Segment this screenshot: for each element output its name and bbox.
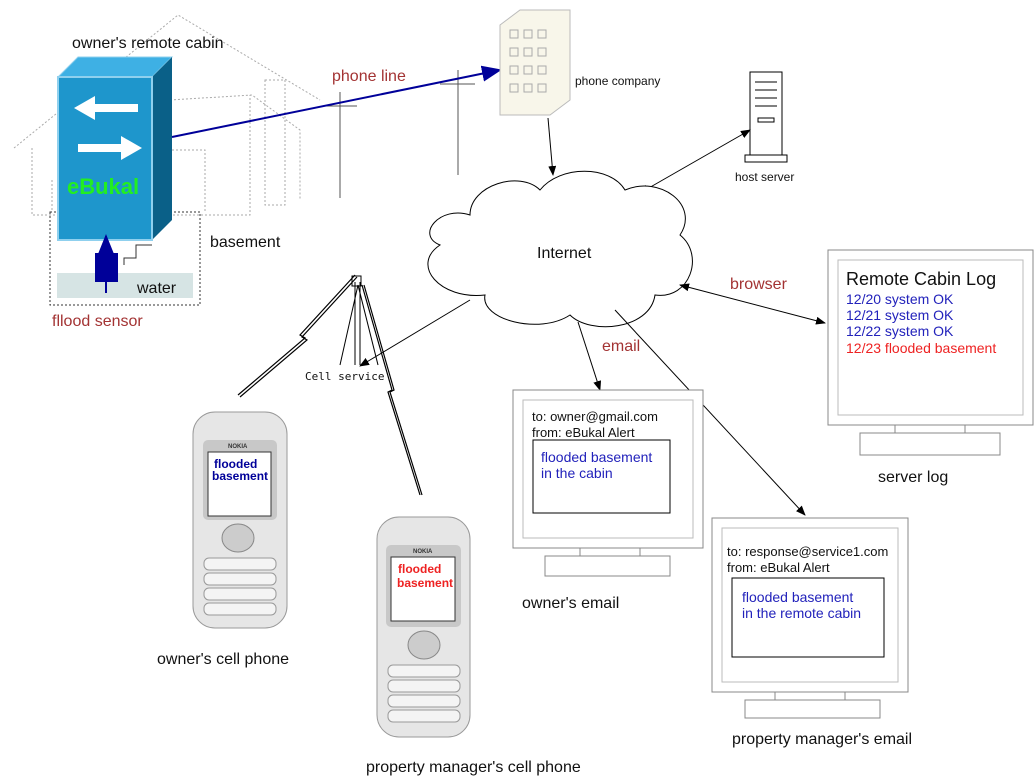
basement-outline (49, 211, 201, 306)
owner-email-body: in the cabin (541, 465, 613, 481)
pm-phone-label: property manager's cell phone (366, 759, 581, 776)
host-server-label: host server (735, 170, 795, 184)
server-log-monitor (827, 249, 1034, 456)
owner-phone-message: basement (212, 469, 269, 483)
owner-phone-brand: NOKIA (228, 444, 248, 450)
owner-email-body: flooded basement (541, 449, 653, 465)
pm-email-to: to: response@service1.com (727, 544, 889, 559)
server-log-title: Remote Cabin Log (846, 269, 997, 289)
internet-cloud (427, 170, 693, 328)
owner-email-to: to: owner@gmail.com (532, 409, 658, 424)
log-entry-alert: 12/23 flooded basement (846, 340, 997, 356)
log-entry: 12/20 system OK (846, 291, 954, 307)
ebukal-device (56, 56, 174, 241)
water-level (57, 273, 193, 298)
pm-email-label: property manager's email (732, 731, 913, 748)
owner-phone-message: flooded (214, 457, 258, 471)
phone-line-label: phone line (332, 68, 406, 85)
server-log-label: server log (878, 469, 949, 486)
owner-email-monitor (512, 389, 704, 577)
pm-email-from: from: eBukal Alert (727, 560, 830, 575)
water-label: water (137, 280, 177, 297)
phone-company-building-icon (499, 9, 571, 116)
telephone-poles (325, 70, 475, 198)
arrow-right-icon (78, 136, 142, 160)
log-entry: 12/21 system OK (846, 307, 954, 323)
flood-sensor-label: fllood sensor (52, 313, 143, 330)
phone-company-label: phone company (575, 74, 661, 88)
host-server-icon (744, 71, 788, 163)
device-name: eBukal (67, 174, 140, 199)
basement-label: basement (210, 234, 281, 251)
arrow-left-icon (74, 96, 138, 120)
cell-tower-icon (339, 275, 379, 366)
pm-email-monitor (711, 517, 909, 719)
owner-phone-label: owner's cell phone (157, 651, 290, 668)
email-label: email (602, 338, 641, 355)
owner-phone-icon (192, 411, 288, 629)
pm-phone-message: flooded (398, 562, 442, 576)
wireless-signal (237, 274, 423, 496)
pm-phone-message: basement (397, 576, 454, 590)
owner-email-from: from: eBukal Alert (532, 425, 635, 440)
pm-email-body: in the remote cabin (742, 605, 862, 621)
cabin-title: owner's remote cabin (72, 35, 224, 52)
pm-email-body: flooded basement (742, 589, 854, 605)
phone-line (171, 65, 502, 138)
pm-phone-brand: NOKIA (413, 549, 433, 555)
internet-label: Internet (537, 245, 592, 262)
log-entry: 12/22 system OK (846, 323, 954, 339)
browser-label: browser (730, 276, 787, 293)
owner-email-label: owner's email (522, 595, 620, 612)
pm-phone-icon (376, 516, 471, 738)
cell-service-label: Cell service (305, 370, 385, 383)
